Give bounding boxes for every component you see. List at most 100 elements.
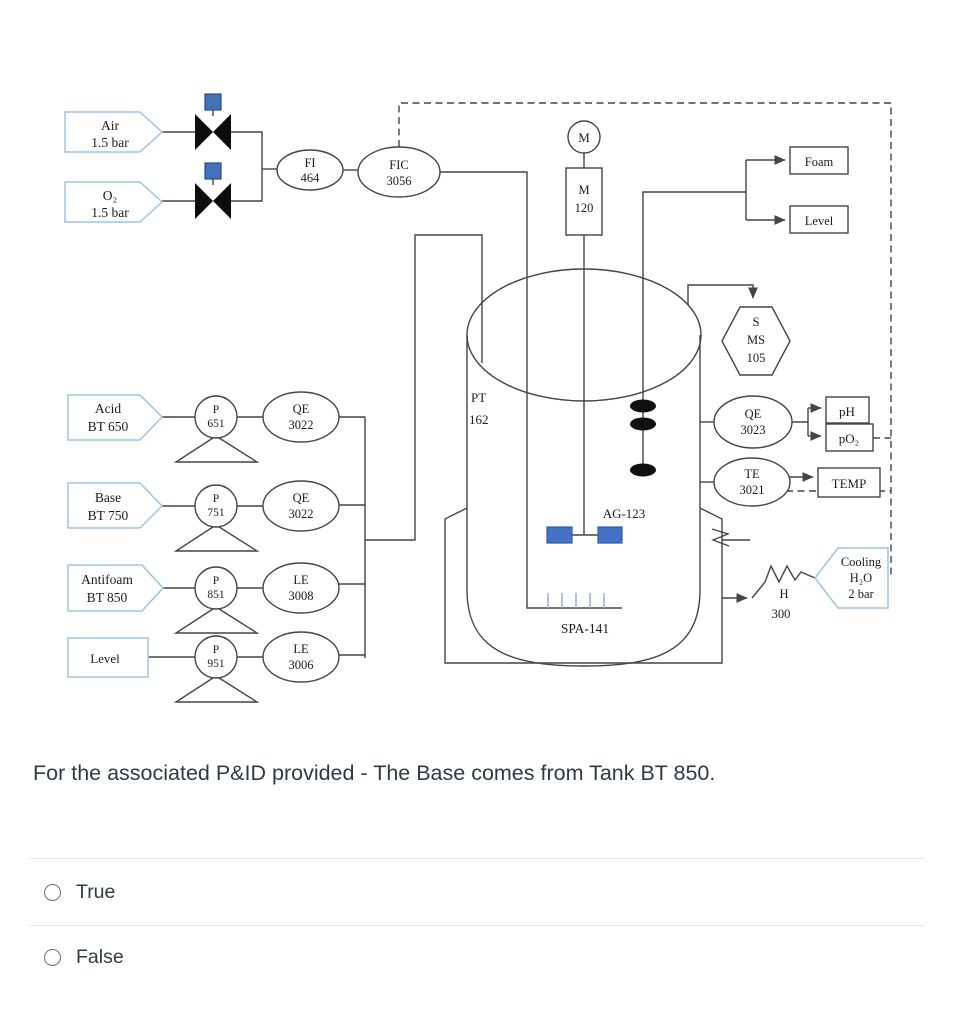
pump-triangle xyxy=(173,675,260,703)
instrument-shapes xyxy=(262,120,881,683)
instrument-fic3056 xyxy=(357,146,441,198)
impeller-blade xyxy=(546,526,573,544)
motor-label: M xyxy=(578,130,590,145)
tank-top-ellipse xyxy=(466,268,702,402)
cooling-flag-label: Cooling xyxy=(841,555,882,569)
o2-valve xyxy=(195,162,231,219)
cooling-water-flag xyxy=(814,547,889,609)
level-output-label: Level xyxy=(805,214,834,228)
foam-output-box xyxy=(789,146,849,175)
foam-output-label: Foam xyxy=(805,155,834,169)
sparger-feed-pipe xyxy=(440,171,622,609)
motor-circle xyxy=(567,120,601,154)
signal-boundary-line xyxy=(398,102,892,578)
instrument-fi464 xyxy=(276,149,344,191)
o2-source-flag xyxy=(64,181,164,223)
te3021-label: TE xyxy=(744,467,760,481)
pt-dip-tube xyxy=(365,234,483,541)
pump-p851 xyxy=(194,566,238,610)
probe-dot xyxy=(630,417,656,431)
ms105-label: 105 xyxy=(747,351,766,365)
acid-flag-label: BT 650 xyxy=(88,419,129,434)
pump-triangle xyxy=(173,606,260,634)
le3006-label: 3006 xyxy=(289,658,314,672)
pt162-label: PT xyxy=(471,390,486,405)
question-text: For the associated P&ID provided - The B… xyxy=(33,761,716,785)
qe3022-base-label: 3022 xyxy=(289,507,314,521)
qe3023-label: 3023 xyxy=(741,423,766,437)
temp-output-box xyxy=(817,467,881,498)
p951-label: 951 xyxy=(207,658,225,670)
process-pipes xyxy=(148,131,822,658)
p851-label: 851 xyxy=(207,589,225,601)
tank-body xyxy=(466,335,701,667)
air-valve xyxy=(195,93,231,150)
h300-label: H xyxy=(779,587,788,601)
answer-option-false[interactable]: False xyxy=(44,941,124,974)
le3008-label: LE xyxy=(293,573,309,587)
level-output-box xyxy=(789,205,849,234)
pump-p951 xyxy=(194,635,238,679)
ms105-label: MS xyxy=(747,333,765,347)
valve-actuator-icon xyxy=(204,93,222,111)
answer-option-true[interactable]: True xyxy=(44,876,115,909)
radio-false-icon[interactable] xyxy=(44,949,61,966)
fic3056-label: FIC xyxy=(389,158,408,172)
valve-body xyxy=(195,114,213,150)
po2-output-label: pO₂ xyxy=(839,431,859,446)
option-false-label[interactable]: False xyxy=(76,946,124,968)
sampler-line xyxy=(687,284,758,305)
pt162-label: 162 xyxy=(469,412,489,427)
qe3022-acid-label: 3022 xyxy=(289,418,314,432)
instrument-le3008 xyxy=(262,562,340,614)
le3008-label: 3008 xyxy=(289,589,314,603)
fi464-label: 464 xyxy=(301,171,321,185)
valve-actuator-icon xyxy=(204,162,222,180)
qe3022-acid-label: QE xyxy=(293,402,310,416)
temp-output-label: TEMP xyxy=(832,476,867,491)
antifoam-flag-label: Antifoam xyxy=(81,572,133,587)
o2-flag-label: O₂ xyxy=(103,188,117,203)
acid-flag-label: Acid xyxy=(95,401,121,416)
p651-label: 651 xyxy=(207,418,225,430)
base-flag-label: Base xyxy=(95,490,121,505)
air-flag-label: 1.5 bar xyxy=(91,135,129,150)
source-flags xyxy=(64,111,889,678)
ph-output-label: pH xyxy=(839,404,855,419)
fi464-label: FI xyxy=(304,156,315,170)
acid-source-flag xyxy=(67,394,164,441)
pid-diagram-svg: Air 1.5 bar O₂ 1.5 bar FI 464 FIC 3056 M… xyxy=(64,93,892,703)
instrument-qe3022-acid xyxy=(262,391,340,443)
instrument-qe3022-base xyxy=(262,480,340,532)
base-source-flag xyxy=(67,482,164,529)
sparger-tag-label: SPA-141 xyxy=(561,621,609,636)
h300-label: 300 xyxy=(772,607,791,621)
pid-diagram: Air 1.5 bar O₂ 1.5 bar FI 464 FIC 3056 M… xyxy=(64,93,892,703)
air-flag-label: Air xyxy=(101,118,120,133)
radio-true-icon[interactable] xyxy=(44,884,61,901)
p751-label: P xyxy=(213,493,219,505)
qe3022-base-label: QE xyxy=(293,491,310,505)
antifoam-flag-label: BT 850 xyxy=(87,590,128,605)
m120-box xyxy=(565,167,603,236)
sampler-hexagon xyxy=(721,306,791,376)
m120-label: 120 xyxy=(575,201,594,215)
sparger-ticks xyxy=(547,593,605,608)
ph-output-box xyxy=(825,396,870,424)
level-source-box xyxy=(67,637,149,678)
p751-label: 751 xyxy=(207,507,225,519)
instrument-le3006 xyxy=(262,631,340,683)
option-true-label[interactable]: True xyxy=(76,881,116,903)
bioreactor-tank xyxy=(444,268,816,667)
cooling-flag-label: 2 bar xyxy=(848,587,874,601)
valve-body xyxy=(213,114,231,150)
ms105-label: S xyxy=(753,315,760,329)
agitator-tag-label: AG-123 xyxy=(603,506,646,521)
p951-label: P xyxy=(213,644,219,656)
le3006-label: LE xyxy=(293,642,309,656)
o2-flag-label: 1.5 bar xyxy=(91,205,129,220)
pipe xyxy=(231,131,263,202)
antifoam-source-flag xyxy=(67,564,165,612)
probe-sensors xyxy=(630,399,656,477)
probe-signal-pipe xyxy=(642,191,746,470)
